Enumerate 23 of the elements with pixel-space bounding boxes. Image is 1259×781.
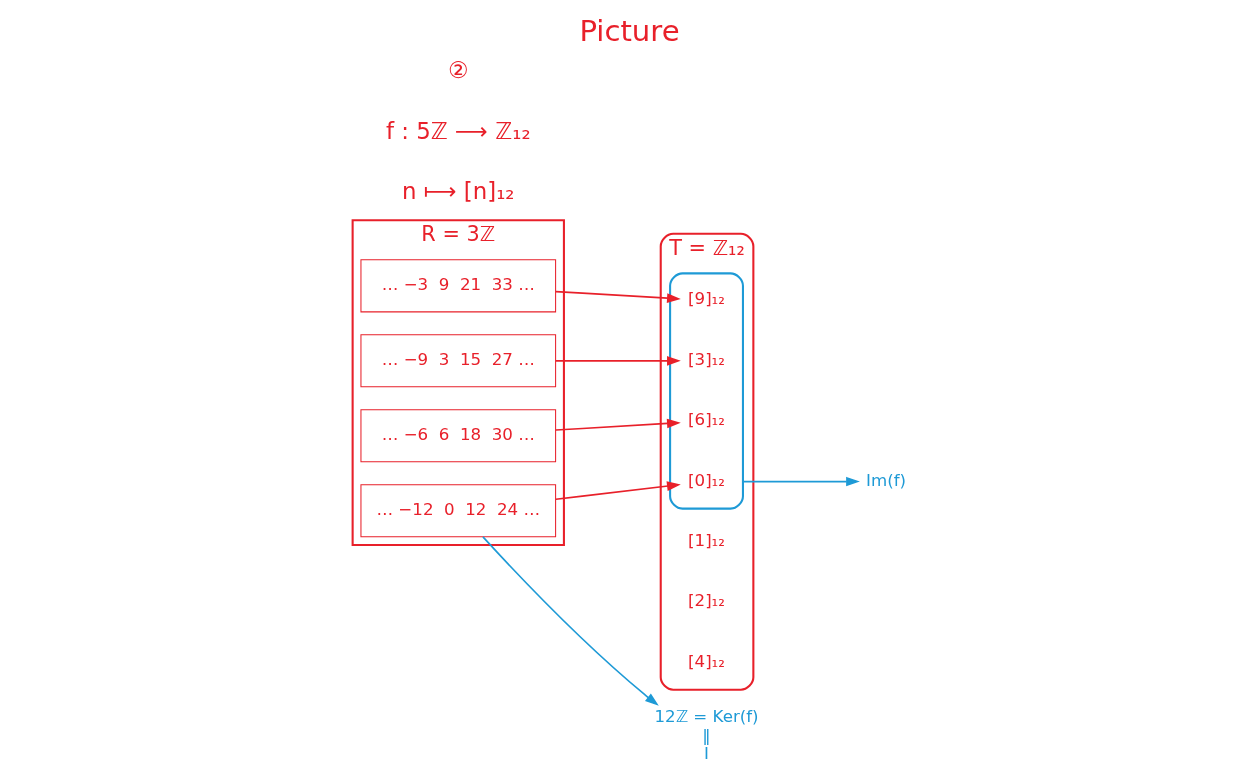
label: n ⟼ [n]₁₂ (402, 177, 515, 204)
node-box: … −12 0 12 24 … (360, 483, 557, 537)
label: ② (448, 56, 469, 83)
arrow (555, 418, 681, 431)
node-box: … −6 6 18 30 … (360, 408, 557, 462)
node-text: Im(f) (866, 470, 907, 490)
node-text: [9]₁₂ (688, 288, 725, 308)
arrow (555, 355, 681, 366)
node-box: … −9 3 15 27 … (360, 333, 557, 387)
diagram-title: Picture (579, 13, 680, 48)
node-text: 12ℤ = Ker(f) ‖ I (654, 706, 759, 763)
arrow (742, 476, 860, 486)
arrow (482, 535, 659, 706)
node-text: [0]₁₂ (688, 470, 725, 490)
node-box: … −3 9 21 33 … (360, 258, 557, 312)
node-text: [1]₁₂ (688, 530, 725, 550)
node-text: [6]₁₂ (688, 409, 725, 429)
node-text: [4]₁₂ (688, 651, 725, 671)
arrow (555, 290, 681, 303)
node-text: [2]₁₂ (688, 590, 725, 610)
arrow (555, 480, 681, 500)
node-text: [3]₁₂ (688, 349, 725, 369)
label: f : 5ℤ ⟶ ℤ₁₂ (385, 117, 531, 144)
